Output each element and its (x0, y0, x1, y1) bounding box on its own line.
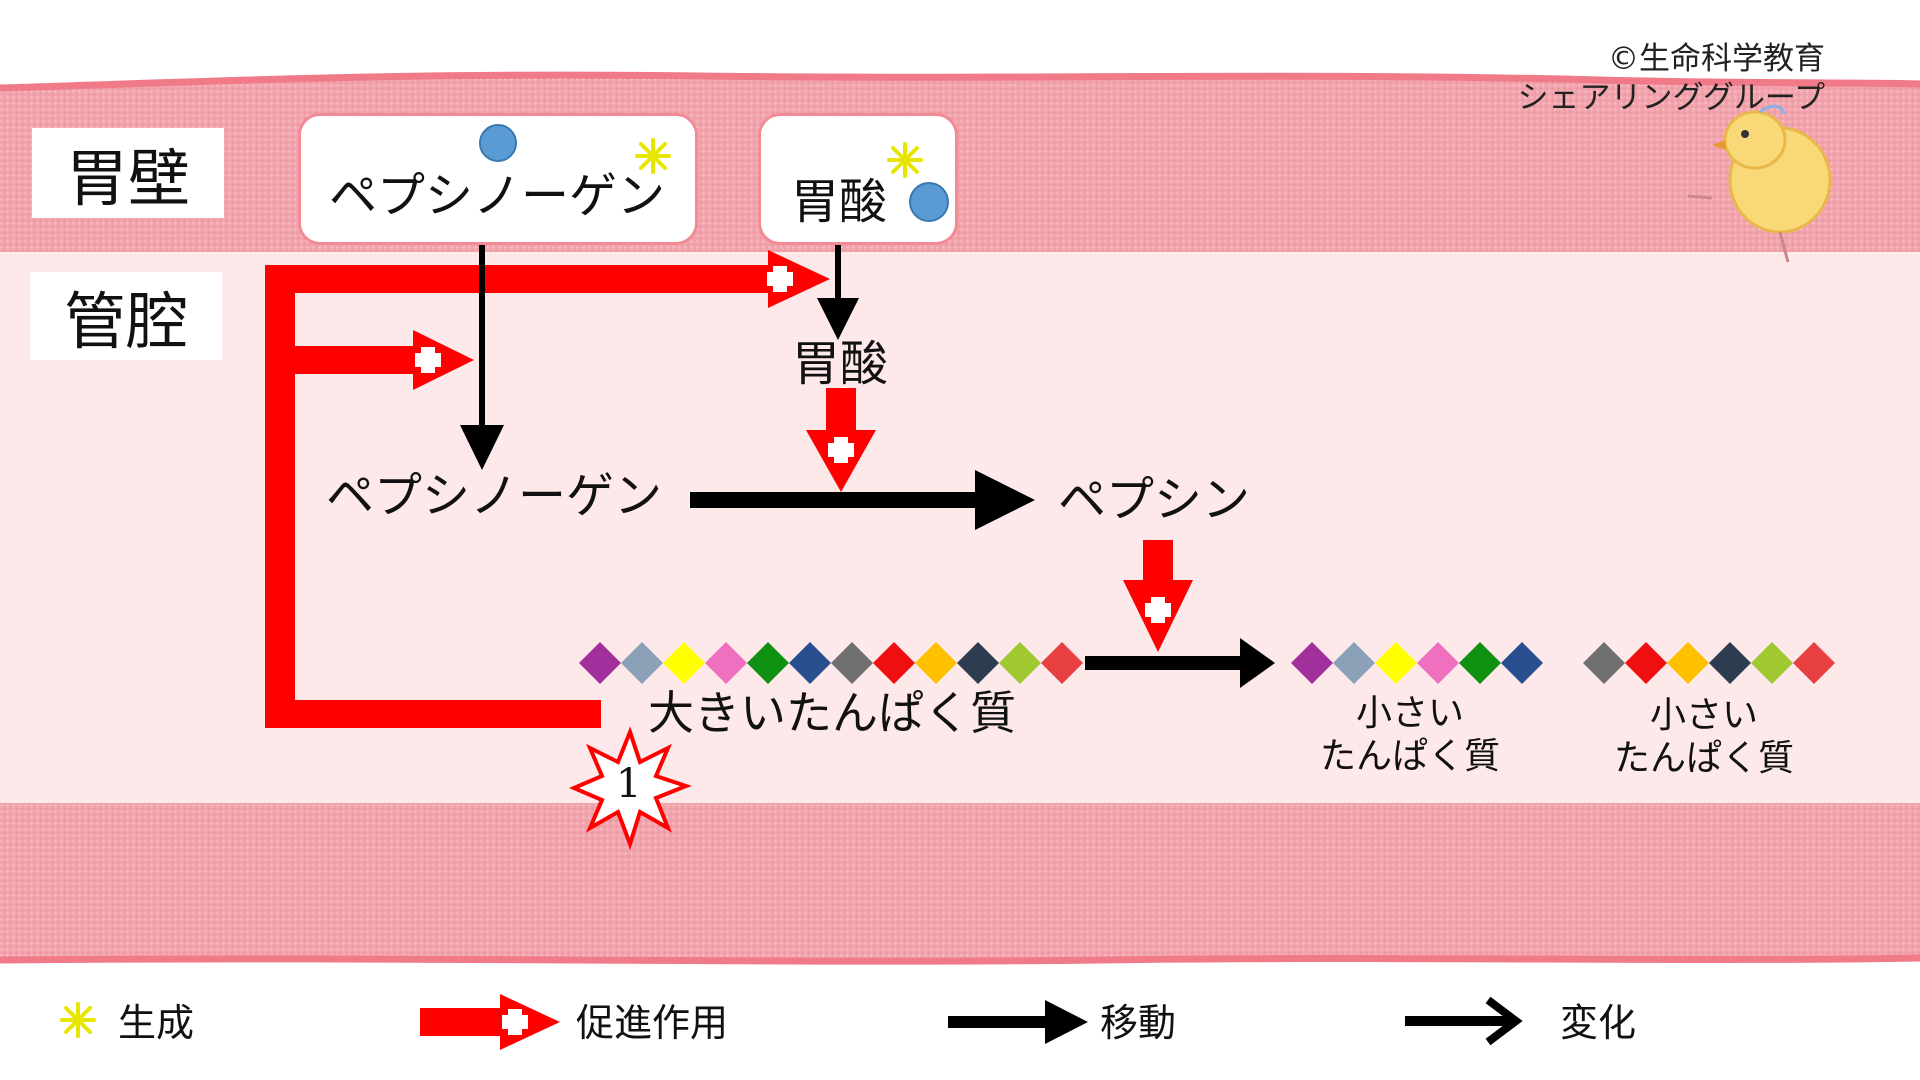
small-protein-2-line-1: 小さい (1649, 695, 1758, 736)
copyright-line-1: ©生命科学教育 (1608, 41, 1825, 77)
protein-bead (1417, 642, 1459, 684)
protein-bead (1333, 642, 1375, 684)
burst-badge (568, 726, 692, 851)
protein-bead (705, 642, 747, 684)
legend-promote-icon (420, 994, 560, 1050)
small-protein-label-2: 小さい たんぱく質 (1604, 694, 1804, 780)
protein-bead (999, 642, 1041, 684)
lower-wall-edge (0, 954, 1920, 965)
protein-bead (1709, 642, 1751, 684)
protein-bead (789, 642, 831, 684)
small-protein-1-line-1: 小さい (1355, 693, 1464, 734)
change-arrow-pepsinogen-to-pepsin (690, 470, 1035, 530)
promote-arrow-to-pepsinogen (413, 330, 474, 390)
enzyme-dot-icon (909, 182, 949, 222)
promote-arrow-pepsin-down (1123, 540, 1193, 652)
promote-arrow-acid-down (806, 388, 876, 492)
protein-bead (1041, 642, 1083, 684)
protein-bead (1375, 642, 1417, 684)
legend-spark-icon (60, 1002, 96, 1038)
spark-icon (635, 138, 671, 174)
chick-mascot (1687, 104, 1832, 263)
protein-bead (1793, 642, 1835, 684)
lumen-acid-label: 胃酸 (792, 336, 889, 392)
protein-bead (1501, 642, 1543, 684)
legend-change-icon (1405, 996, 1523, 1046)
change-arrow-digestion (1085, 638, 1275, 688)
legend-move-icon (948, 1000, 1088, 1044)
wall-pepsinogen-label: ペプシノーゲン (329, 168, 666, 224)
spark-icon (887, 142, 923, 178)
small-protein-2-line-2: たんぱく質 (1613, 738, 1794, 780)
copyright-line-2: シェアリンググループ (1517, 79, 1825, 116)
protein-bead (747, 642, 789, 684)
large-protein-label: 大きいたんぱく質 (648, 686, 1016, 740)
legend-promote-label: 促進作用 (576, 1001, 729, 1045)
promote-feedback-line (265, 265, 770, 728)
small-protein-label-1: 小さい たんぱく質 (1310, 692, 1510, 778)
lower-wall-band (0, 803, 1920, 962)
wall-acid-label: 胃酸 (791, 174, 888, 230)
small-protein-1-line-2: たんぱく質 (1319, 736, 1500, 778)
burst-number: 1 (616, 761, 642, 807)
protein-bead (873, 642, 915, 684)
legend-change-label: 変化 (1560, 1001, 1637, 1045)
protein-bead (1667, 642, 1709, 684)
protein-bead (1751, 642, 1793, 684)
protein-bead (621, 642, 663, 684)
move-arrow-pepsinogen (460, 220, 504, 470)
region-label-lumen: 管腔 (30, 272, 222, 360)
protein-bead (1459, 642, 1501, 684)
protein-bead (579, 642, 621, 684)
enzyme-dot-icon (479, 124, 517, 162)
copyright-notice: ©生命科学教育 シェアリンググループ (1517, 40, 1825, 118)
region-label-stomach-wall: 胃壁 (32, 128, 224, 218)
protein-bead (1291, 642, 1333, 684)
protein-bead (957, 642, 999, 684)
protein-bead (1583, 642, 1625, 684)
protein-bead (831, 642, 873, 684)
wall-box-pepsinogen: ペプシノーゲン (298, 113, 698, 245)
lumen-pepsin-label: ペプシン (1058, 472, 1251, 528)
legend-move-label: 移動 (1100, 1001, 1177, 1045)
promote-arrow-to-acid (767, 250, 830, 308)
protein-bead (663, 642, 705, 684)
wall-box-acid: 胃酸 (758, 113, 958, 245)
legend-generate-label: 生成 (118, 1001, 195, 1045)
lumen-pepsinogen-label: ペプシノーゲン (326, 468, 663, 524)
stomach-wall-edge (0, 71, 1920, 92)
protein-bead (915, 642, 957, 684)
protein-bead (1625, 642, 1667, 684)
